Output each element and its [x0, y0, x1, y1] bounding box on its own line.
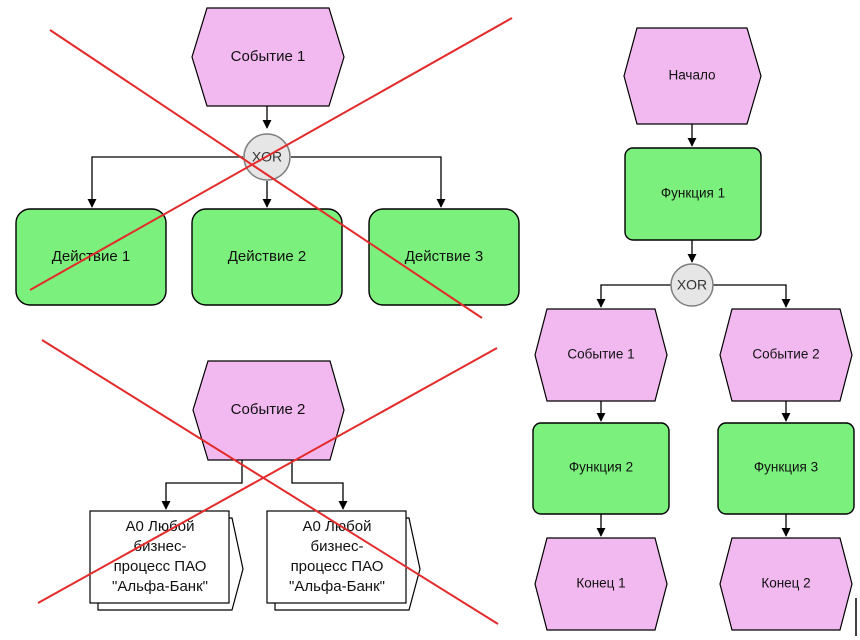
left-bottom-fragment: Событие 2 А0 Любой бизнес- процесс ПАО "…	[89, 360, 421, 611]
event-node[interactable]: Событие 2	[719, 308, 853, 402]
connector	[596, 284, 672, 308]
connector	[87, 156, 243, 208]
end-event-node[interactable]: Конец 2	[719, 537, 853, 631]
process-label: бизнес-	[311, 538, 364, 555]
event-label: Событие 2	[231, 401, 306, 418]
end-event-node[interactable]: Конец 1	[534, 537, 668, 631]
action-node[interactable]: Действие 1	[15, 208, 167, 306]
process-interface-node[interactable]: А0 Любой бизнес- процесс ПАО "Альфа-Банк…	[266, 510, 421, 611]
process-label: "Альфа-Банк"	[112, 578, 208, 595]
event-label: Начало	[668, 68, 715, 83]
process-label: "Альфа-Банк"	[289, 578, 385, 595]
xor-label: XOR	[677, 277, 707, 293]
event-label: Конец 1	[576, 576, 625, 591]
action-label: Действие 3	[405, 248, 483, 265]
right-fragment: Начало Функция 1 XOR Событие 1 Событие 2…	[532, 27, 855, 631]
connector	[161, 460, 243, 510]
connector	[291, 156, 446, 208]
process-label: процесс ПАО	[114, 558, 207, 575]
function-node[interactable]: Функция 1	[624, 147, 762, 241]
process-interface-node[interactable]: А0 Любой бизнес- процесс ПАО "Альфа-Банк…	[89, 510, 244, 611]
connector	[712, 284, 791, 308]
event-label: Конец 2	[761, 576, 810, 591]
function-label: Функция 3	[754, 460, 818, 475]
cross-out-marks	[29, 17, 513, 625]
event-node[interactable]: Событие 1	[534, 308, 668, 402]
function-node[interactable]: Функция 2	[532, 422, 670, 515]
cross-line	[29, 17, 513, 291]
action-node[interactable]: Действие 3	[368, 208, 520, 306]
start-event-node[interactable]: Начало	[623, 27, 762, 125]
cross-line	[37, 347, 498, 604]
event-label: Событие 1	[231, 48, 306, 65]
process-label: процесс ПАО	[291, 558, 384, 575]
event-node[interactable]: Событие 2	[192, 360, 345, 461]
connector	[291, 460, 348, 510]
event-label: Событие 1	[567, 347, 634, 362]
xor-connector[interactable]: XOR	[670, 263, 714, 307]
cross-line	[41, 339, 499, 625]
function-node[interactable]: Функция 3	[717, 422, 855, 515]
cross-line	[49, 29, 483, 319]
event-label: Событие 2	[752, 347, 819, 362]
event-node[interactable]: Событие 1	[191, 7, 345, 107]
process-label: А0 Любой	[303, 518, 372, 535]
action-node[interactable]: Действие 2	[191, 208, 343, 306]
action-label: Действие 2	[228, 248, 306, 265]
function-label: Функция 1	[661, 186, 725, 201]
process-label: А0 Любой	[126, 518, 195, 535]
function-label: Функция 2	[569, 460, 633, 475]
